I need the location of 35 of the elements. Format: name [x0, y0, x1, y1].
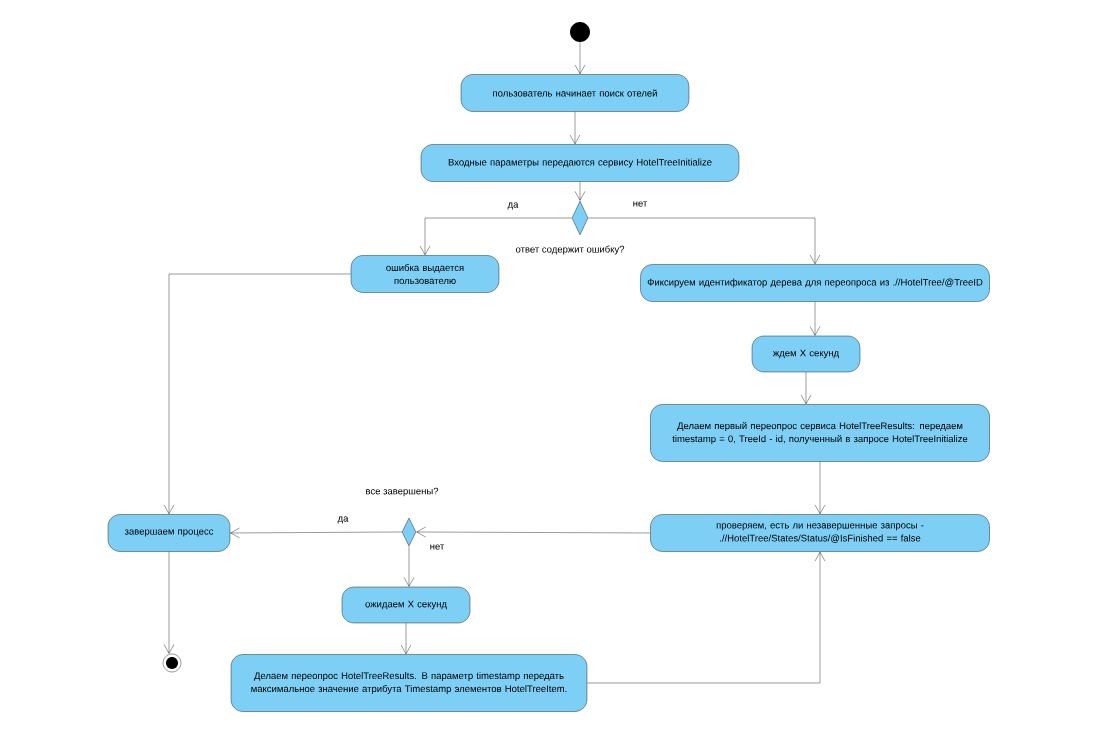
edge-label: да	[506, 201, 520, 211]
final-node	[162, 653, 182, 673]
arrow	[588, 217, 821, 265]
action-box: Делаем первый переопрос сервиса HotelTreeResults: передаем timestamp = 0, TreeId - id, полученный в запросе HotelTreeInitialize	[650, 404, 990, 462]
action-box: ждем X секунд	[751, 335, 861, 373]
arrow	[163, 551, 175, 654]
action-box: ошибка выдается пользователю	[350, 255, 500, 293]
action-box: проверяем, есть ли незавершенные запросы - .//HotelTree/States/Status/@IsFinished == false	[650, 514, 990, 552]
action-box: пользователь начинает поиск отелей	[460, 74, 690, 112]
decision-diamond	[571, 200, 589, 236]
action-box: Делаем переопрос HotelTreeResults. В параметр timestamp передать максимальное значение атрибута Timestamp элементов HotelTreeItem.	[230, 654, 588, 712]
arrow	[800, 372, 812, 405]
arrow	[419, 217, 572, 256]
action-box: завершаем процесс	[107, 514, 231, 552]
decision-caption: ответ содержит ошибку?	[515, 245, 625, 255]
edge-label: нет	[631, 200, 649, 208]
edge-label: да	[336, 515, 350, 525]
arrow	[587, 551, 826, 684]
arrow	[416, 526, 651, 538]
decision-diamond	[401, 517, 417, 547]
arrow	[809, 301, 821, 336]
arrow	[574, 42, 586, 75]
action-box: ожидаем X секунд	[341, 586, 471, 624]
action-box: Фиксируем идентификатор дерева для переопроса из .//HotelTree/@TreeID	[640, 264, 990, 302]
arrow	[403, 546, 415, 587]
arrow	[814, 461, 826, 515]
arrow	[163, 273, 351, 515]
action-box: Входные параметры передаются сервису HotelTreeInitialize	[420, 144, 740, 182]
arrow	[574, 181, 586, 201]
arrow	[230, 527, 402, 539]
initial-node	[570, 22, 590, 42]
arrow	[400, 623, 412, 655]
arrow	[569, 111, 581, 145]
decision-caption: все завершены?	[366, 487, 439, 497]
edge-label: нет	[428, 543, 446, 551]
